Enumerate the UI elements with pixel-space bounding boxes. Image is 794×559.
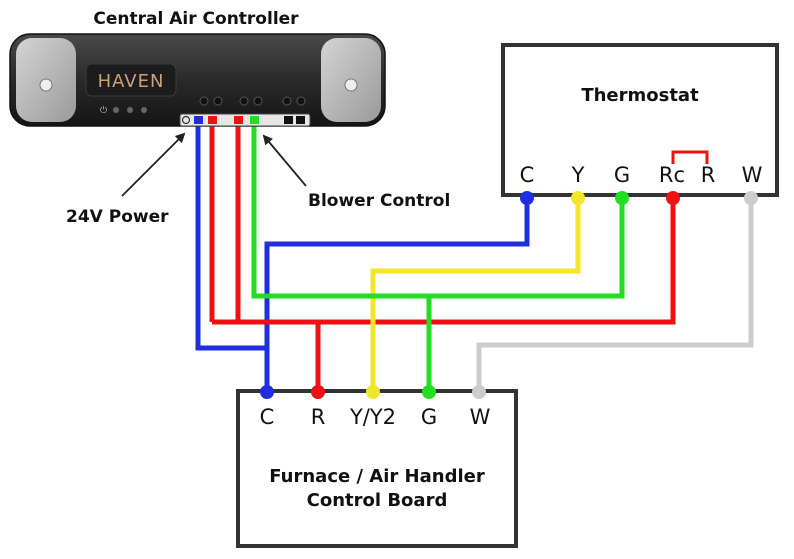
furnace-terminal-g: G (421, 405, 437, 429)
status-led-2 (127, 107, 133, 113)
power-label: 24V Power (66, 207, 169, 227)
furnace-dot-r (311, 385, 325, 399)
controller-title: Central Air Controller (93, 9, 299, 29)
wire-heat (476, 198, 754, 392)
thermostat-terminal-c: C (520, 163, 535, 187)
blower-label: Blower Control (308, 191, 450, 211)
terminal-screw (199, 96, 209, 106)
wire-common-controller (195, 120, 270, 392)
brand-plate (85, 63, 177, 97)
thermostat-terminal-w: W (742, 163, 763, 187)
furnace-box (236, 389, 518, 548)
furnace-dot-c (260, 385, 274, 399)
terminal-screw (282, 96, 292, 106)
thermostat-terminal-rc: Rc (659, 163, 685, 187)
thermostat-dot-rc (666, 191, 680, 205)
wire-cooling (370, 198, 581, 392)
wire-common-thermostat (264, 198, 530, 392)
thermostat-dot-w (744, 191, 758, 205)
thermostat-title: Thermostat (581, 85, 699, 106)
right-mount-hole (344, 78, 358, 92)
terminal-screw (213, 96, 223, 106)
furnace-terminal-w: W (470, 405, 491, 429)
controller-device: HAVEN ⏻ (9, 33, 386, 127)
brand-logo: HAVEN (98, 71, 165, 92)
left-mount-hole (39, 78, 53, 92)
terminal-port-4 (250, 116, 259, 124)
status-led-1 (113, 107, 119, 113)
rc-r-jumper (671, 150, 709, 164)
thermostat-terminal-g: G (614, 163, 630, 187)
furnace-dot-g (422, 385, 436, 399)
terminal-screw (296, 96, 306, 106)
power-symbol-icon: ⏻ (100, 105, 107, 116)
furnace-terminal-r: R (311, 405, 326, 429)
furnace-terminal-c: C (260, 405, 275, 429)
wire-power-thermostat (212, 198, 676, 325)
terminal-screw (239, 96, 249, 106)
thermostat-dot-g (615, 191, 629, 205)
furnace-terminal-y: Y/Y2 (349, 405, 396, 429)
terminal-screw (253, 96, 263, 106)
thermostat-dot-c (520, 191, 534, 205)
terminal-port-2 (208, 116, 217, 124)
terminal-port-5 (284, 116, 293, 124)
thermostat-dot-y (571, 191, 585, 205)
furnace-title-line1: Furnace / Air Handler (269, 466, 485, 487)
thermostat-terminal-r: R (701, 163, 716, 187)
furnace-title-line2: Control Board (307, 490, 448, 511)
status-led-3 (141, 107, 147, 113)
blower-callout-arrow (262, 134, 307, 187)
thermostat-terminal-y: Y (571, 163, 585, 187)
power-callout-arrow (121, 132, 186, 197)
furnace-dot-w (472, 385, 486, 399)
terminal-port-1 (194, 116, 203, 124)
wire-fan-controller (251, 120, 625, 299)
terminal-port-6 (296, 116, 305, 124)
thermostat-box (501, 43, 779, 197)
terminal-port-3 (234, 116, 243, 124)
furnace-dot-y (366, 385, 380, 399)
power-terminal-icon (181, 115, 191, 125)
